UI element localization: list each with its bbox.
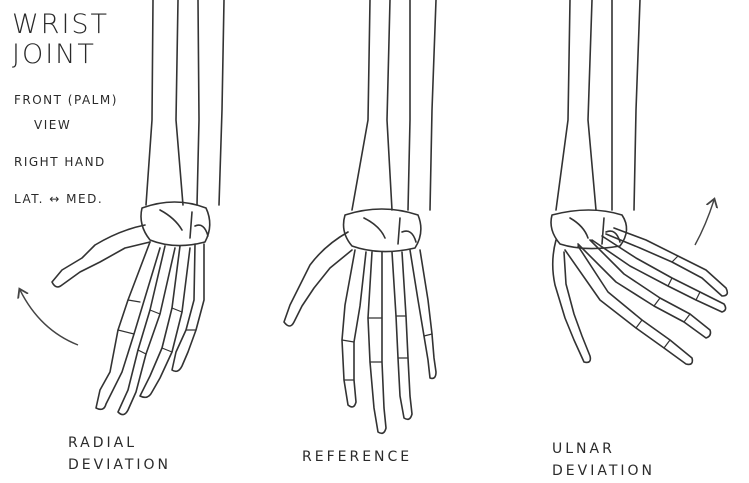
- caption-radial-deviation: RADIAL DEVIATION: [68, 432, 171, 476]
- title-line-2: JOINT: [12, 40, 109, 70]
- view-note: FRONT (PALM): [14, 93, 118, 107]
- carpals-reference: [344, 209, 421, 252]
- caption-radial-line-2: DEVIATION: [68, 454, 171, 476]
- thumb-radial: [52, 225, 150, 287]
- caption-ulnar-deviation: ULNAR DEVIATION: [552, 438, 655, 482]
- caption-ulnar-line-1: ULNAR: [552, 438, 655, 460]
- thumb-reference: [284, 232, 352, 326]
- fingers-reference: [342, 250, 436, 433]
- diagram-title: WRIST JOINT: [12, 10, 109, 70]
- forearm-reference: [352, 0, 436, 210]
- hand-ulnar-deviation: [551, 0, 727, 364]
- hand-note: RIGHT HAND: [14, 155, 106, 169]
- view-note-2: VIEW: [34, 118, 71, 132]
- hand-reference: [284, 0, 436, 433]
- title-line-1: WRIST: [12, 10, 109, 40]
- caption-ulnar-line-2: DEVIATION: [552, 460, 655, 482]
- radial-motion-arrow: [20, 290, 78, 345]
- carpals-radial: [141, 202, 210, 246]
- forearm-ulnar: [556, 0, 640, 210]
- ulnar-motion-arrow: [695, 200, 714, 245]
- forearm-radial: [146, 0, 224, 205]
- caption-reference: REFERENCE: [302, 446, 412, 468]
- caption-radial-line-1: RADIAL: [68, 432, 171, 454]
- fingers-radial: [96, 242, 204, 415]
- direction-note: LAT. ↔ MED.: [14, 192, 103, 206]
